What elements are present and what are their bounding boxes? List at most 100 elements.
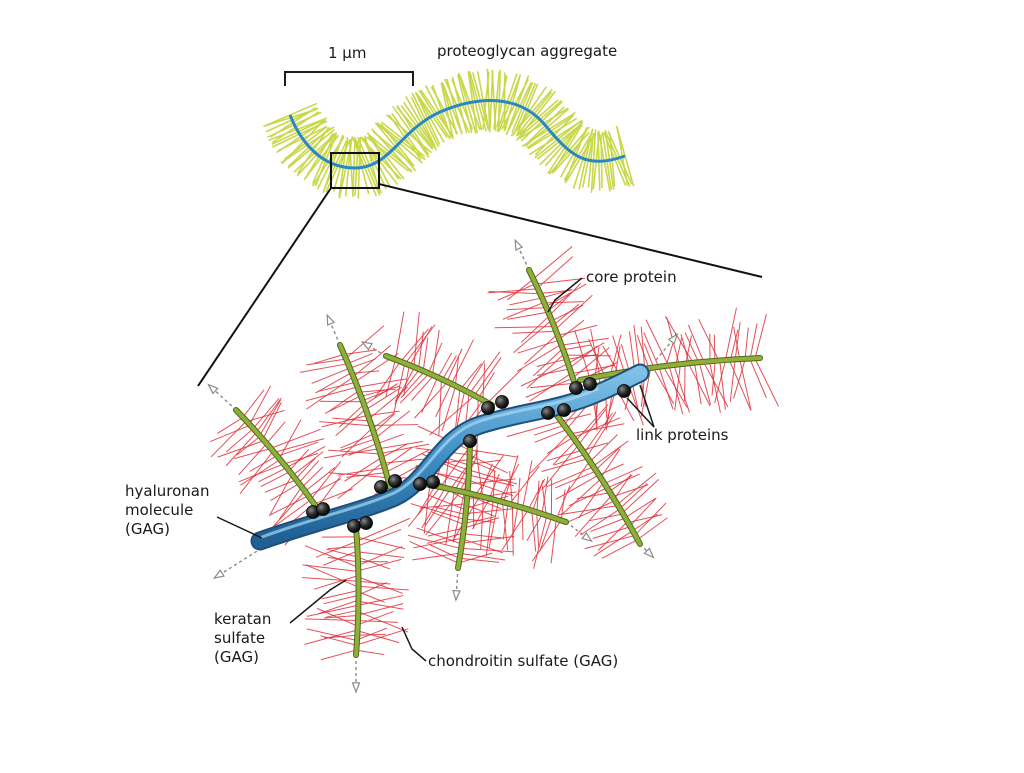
chondroitin-strand — [534, 517, 547, 569]
link-protein — [482, 402, 495, 415]
chondroitin-strand — [577, 493, 607, 498]
chondroitin-strand — [585, 536, 635, 549]
link-protein — [584, 378, 597, 391]
chondroitin-strand — [210, 426, 249, 442]
arrow-head — [453, 591, 460, 600]
chondroitin-strand — [551, 519, 556, 563]
chondroitin-strand — [240, 453, 271, 494]
chondroitin-strand — [321, 650, 356, 660]
chondroitin-strand — [507, 312, 546, 319]
link-protein — [360, 517, 373, 530]
arrow-head — [515, 240, 522, 250]
chondroitin-strand — [319, 422, 368, 426]
chondroitin-strand — [646, 320, 670, 369]
link-protein — [389, 475, 402, 488]
chondroitin-strand — [356, 596, 403, 606]
chondroitin-strand — [522, 510, 523, 540]
link-protein — [427, 476, 440, 489]
chondroitin-strand — [270, 485, 297, 501]
chondroitin-strand — [755, 359, 778, 407]
link-protein — [375, 481, 388, 494]
link-protein — [570, 382, 583, 395]
chondroitin-strand — [532, 521, 561, 562]
arrow-head — [582, 533, 591, 541]
chondroitin-strand — [518, 341, 558, 353]
chondroitin-strand — [745, 328, 748, 360]
chondroitin-strand — [326, 549, 356, 556]
chondroitin-strand — [535, 430, 566, 442]
zoom-line-right — [379, 184, 762, 277]
chondroitin-strand — [424, 486, 430, 534]
chondroitin-strand — [537, 514, 539, 548]
chondroitin-sulfate-chains — [210, 246, 778, 659]
chondroitin-strand — [548, 283, 581, 317]
zoom-line-left — [198, 188, 331, 386]
chondroitin-pointer — [402, 627, 426, 661]
chondroitin-strand — [521, 364, 567, 386]
chondroitin-strand — [302, 578, 356, 582]
chondroitin-strand — [317, 608, 356, 625]
hyaluronan-label-line-3: (GAG) — [125, 520, 209, 539]
chondroitin-strand — [386, 360, 395, 396]
link-protein — [414, 478, 427, 491]
chondroitin-strand — [532, 513, 536, 552]
chondroitin-strand — [356, 621, 398, 623]
chondroitin-strand — [356, 650, 384, 655]
chondroitin-strand — [307, 479, 341, 496]
chondroitin-strand — [412, 553, 459, 560]
link-protein — [496, 396, 509, 409]
chondroitin-strand — [426, 493, 459, 535]
chondroitin-strand — [414, 384, 445, 418]
chondroitin-strand — [432, 330, 439, 377]
chondroitin-strand — [312, 369, 349, 384]
link-protein — [542, 407, 555, 420]
chondroitin-strand — [423, 338, 428, 373]
chondroitin-strand — [460, 364, 482, 390]
chondroitin-strand — [474, 358, 502, 397]
chondroitin-strand — [533, 350, 561, 376]
chondroitin-strand — [626, 515, 662, 523]
chondroitin-strand — [325, 397, 358, 413]
link-protein — [317, 503, 330, 516]
hyaluronan-label-line-1: hyaluronan — [125, 482, 209, 501]
chondroitin-strand — [459, 558, 499, 562]
chondroitin-strand — [356, 576, 403, 593]
chondroitin-strand — [451, 340, 474, 386]
link-protein — [618, 385, 631, 398]
chondroitin-strand — [303, 565, 356, 571]
chondroitin-strand — [401, 373, 423, 398]
chondroitin-strand — [553, 295, 592, 331]
chondroitin-strand — [356, 586, 409, 590]
chondroitin-strand — [710, 364, 720, 413]
chondroitin-strand — [534, 426, 563, 435]
chondroitin-strand — [547, 451, 580, 461]
chondroitin-strand — [537, 369, 569, 375]
chondroitin-strand — [730, 362, 751, 411]
chondroitin-strand — [305, 619, 356, 621]
chondroitin-strand — [442, 388, 455, 431]
link-protein — [348, 520, 361, 533]
keratan-label-line-1: keratan — [214, 610, 271, 629]
chondroitin-strand — [323, 552, 356, 566]
chondroitin-strand — [435, 507, 463, 514]
arrow-head — [327, 315, 334, 325]
chondroitin-strand — [368, 425, 418, 426]
chondroitin-strand — [579, 485, 602, 518]
chondroitin-strand — [755, 314, 766, 359]
chondroitin-strand — [503, 506, 507, 539]
chondroitin-strand — [478, 373, 494, 399]
hyaluronan-label-line-2: molecule — [125, 501, 209, 520]
chondroitin-strand — [318, 383, 353, 391]
link-protein — [558, 404, 571, 417]
chondroitin-strand — [409, 327, 432, 367]
chondroitin-strand — [530, 434, 569, 473]
keratan-label: keratan sulfate (GAG) — [214, 610, 271, 667]
hyaluronan-label: hyaluronan molecule (GAG) — [125, 482, 209, 539]
core-protein-label: core protein — [586, 268, 677, 287]
chondroitin-label: chondroitin sulfate (GAG) — [428, 652, 618, 671]
keratan-label-line-3: (GAG) — [214, 648, 271, 667]
chondroitin-strand — [483, 363, 485, 400]
keratan-label-line-2: sulfate — [214, 629, 271, 648]
chondroitin-strand — [632, 514, 658, 531]
